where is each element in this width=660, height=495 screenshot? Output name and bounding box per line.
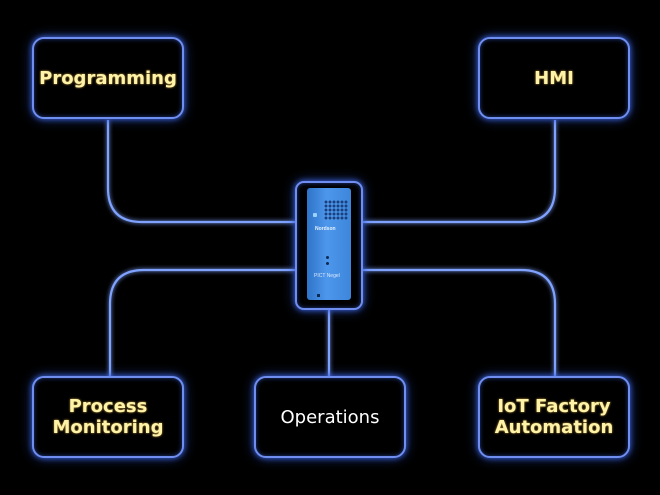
device-vent — [324, 200, 348, 220]
device-brand: Nordson — [315, 226, 336, 232]
node-hmi-label: HMI — [534, 67, 574, 89]
node-operations-label: Operations — [280, 406, 380, 428]
node-operations: Operations — [254, 376, 406, 458]
node-programming: Programming — [32, 37, 184, 119]
device-indicator-2 — [326, 262, 329, 265]
device-led — [313, 213, 317, 217]
device-port — [317, 294, 320, 297]
wire-process-monitoring — [108, 268, 295, 378]
node-process-monitoring: Process Monitoring — [32, 376, 184, 458]
device-indicator-1 — [326, 256, 329, 259]
controller-device-icon: Nordson PICT Negel — [307, 188, 351, 300]
wire-iot — [363, 268, 557, 378]
wire-programming — [106, 120, 295, 224]
node-hmi: HMI — [478, 37, 630, 119]
node-programming-label: Programming — [39, 67, 177, 89]
node-process-monitoring-label: Process Monitoring — [52, 396, 164, 438]
device-model: PICT Negel — [314, 273, 340, 279]
wire-hmi — [363, 120, 557, 224]
node-iot-label: IoT Factory Automation — [494, 396, 614, 438]
node-iot-factory-automation: IoT Factory Automation — [478, 376, 630, 458]
